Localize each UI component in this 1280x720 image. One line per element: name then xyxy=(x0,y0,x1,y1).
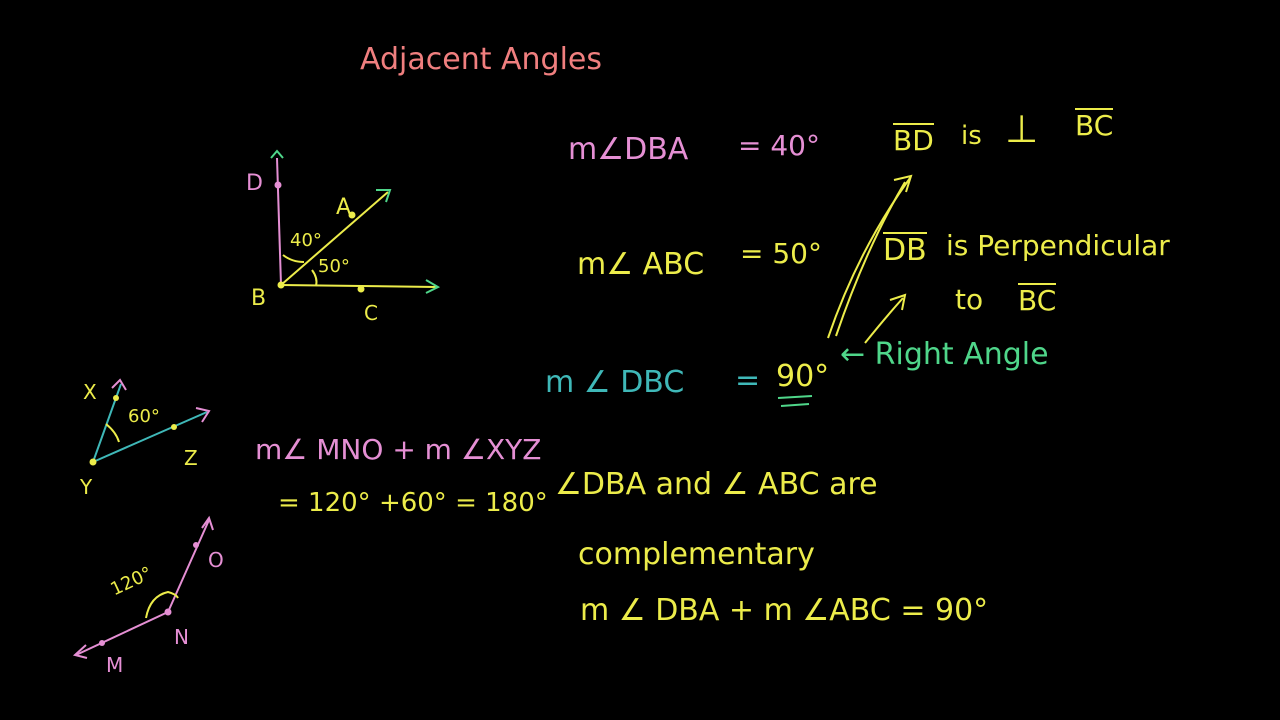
label-n: N xyxy=(174,625,189,649)
point-o xyxy=(193,542,199,548)
point-a xyxy=(348,211,356,219)
ray-nm-arrow xyxy=(72,644,88,659)
label-o: O xyxy=(208,548,224,572)
point-n xyxy=(164,608,172,616)
right-angle-note: ← Right Angle xyxy=(840,337,1049,372)
ray-yx-arrow xyxy=(111,378,127,391)
arc-mno xyxy=(145,590,179,619)
eq-dba-rhs: = 40° xyxy=(738,129,820,162)
label-y: Y xyxy=(80,475,93,499)
db-perp-to: to xyxy=(955,283,984,316)
angle-xyz-label: 60° xyxy=(128,406,160,427)
ray-bc xyxy=(280,284,437,288)
pointer-arrows xyxy=(827,174,913,344)
eq-dbc-value: 90° xyxy=(776,359,830,394)
page-title: Adjacent Angles xyxy=(360,42,603,77)
label-d: D xyxy=(246,171,263,196)
complementary-line-1: ∠DBA and ∠ ABC are xyxy=(555,467,878,502)
bd-perp-is: is xyxy=(961,121,982,151)
pointer-arrow-long-2 xyxy=(835,181,906,337)
label-m: M xyxy=(106,653,124,677)
pointer-arrow-short-head xyxy=(889,293,907,311)
point-z xyxy=(171,424,177,430)
label-c: C xyxy=(364,301,378,325)
sum-line-1: m∠ MNO + m ∠XYZ xyxy=(255,433,542,466)
point-y xyxy=(89,458,97,466)
db-perp-db: DB xyxy=(883,232,927,268)
point-b xyxy=(277,281,285,289)
ray-no xyxy=(167,519,210,613)
ray-bc-arrow xyxy=(425,279,441,294)
bd-perp-symbol: ⊥ xyxy=(1005,107,1039,151)
db-perp-bc: BC xyxy=(1018,283,1057,317)
pointer-arrow-short xyxy=(864,297,904,344)
eq-abc-lhs: m∠ ABC xyxy=(577,247,705,282)
complementary-line-2: complementary xyxy=(578,537,815,572)
eq-dbc-lhs: m ∠ DBC xyxy=(545,365,685,400)
point-x xyxy=(113,395,119,401)
figure-dba-abc xyxy=(270,149,441,294)
label-x: X xyxy=(83,380,97,404)
ray-ba xyxy=(280,191,389,286)
ray-yz xyxy=(92,411,208,463)
ray-yz-arrow xyxy=(195,407,211,423)
ray-no-arrow xyxy=(201,515,214,531)
complementary-line-3: m ∠ DBA + m ∠ABC = 90° xyxy=(580,593,989,628)
point-d xyxy=(274,181,282,189)
point-m xyxy=(99,640,105,646)
eq-abc-rhs: = 50° xyxy=(740,237,822,270)
angle-dba-label: 40° xyxy=(290,230,322,251)
arc-xyz xyxy=(105,423,120,443)
label-b: B xyxy=(251,286,267,311)
sum-line-2: = 120° +60° = 180° xyxy=(278,488,548,518)
db-perp-rest: is Perpendicular xyxy=(946,229,1170,262)
arc-abc xyxy=(311,269,318,287)
figure-xyz xyxy=(89,378,211,466)
bd-perp-bc: BC xyxy=(1075,108,1114,142)
ray-bd xyxy=(276,157,282,286)
point-c xyxy=(357,285,365,293)
angle-abc-label: 50° xyxy=(318,256,350,277)
label-z: Z xyxy=(184,446,198,470)
ray-nm xyxy=(75,611,169,656)
underline-90-1 xyxy=(777,395,813,399)
figure-mno xyxy=(72,515,214,659)
underline-90-2 xyxy=(780,403,810,407)
eq-dbc-eq: = xyxy=(735,363,761,398)
eq-dba-lhs: m∠DBA xyxy=(568,132,689,167)
arc-dba xyxy=(282,254,305,263)
bd-perp-bd: BD xyxy=(893,123,934,157)
pointer-arrow-long-head xyxy=(893,174,913,193)
ray-ba-arrow xyxy=(376,189,392,203)
ray-bd-arrow xyxy=(270,149,284,159)
label-a: A xyxy=(336,195,352,220)
